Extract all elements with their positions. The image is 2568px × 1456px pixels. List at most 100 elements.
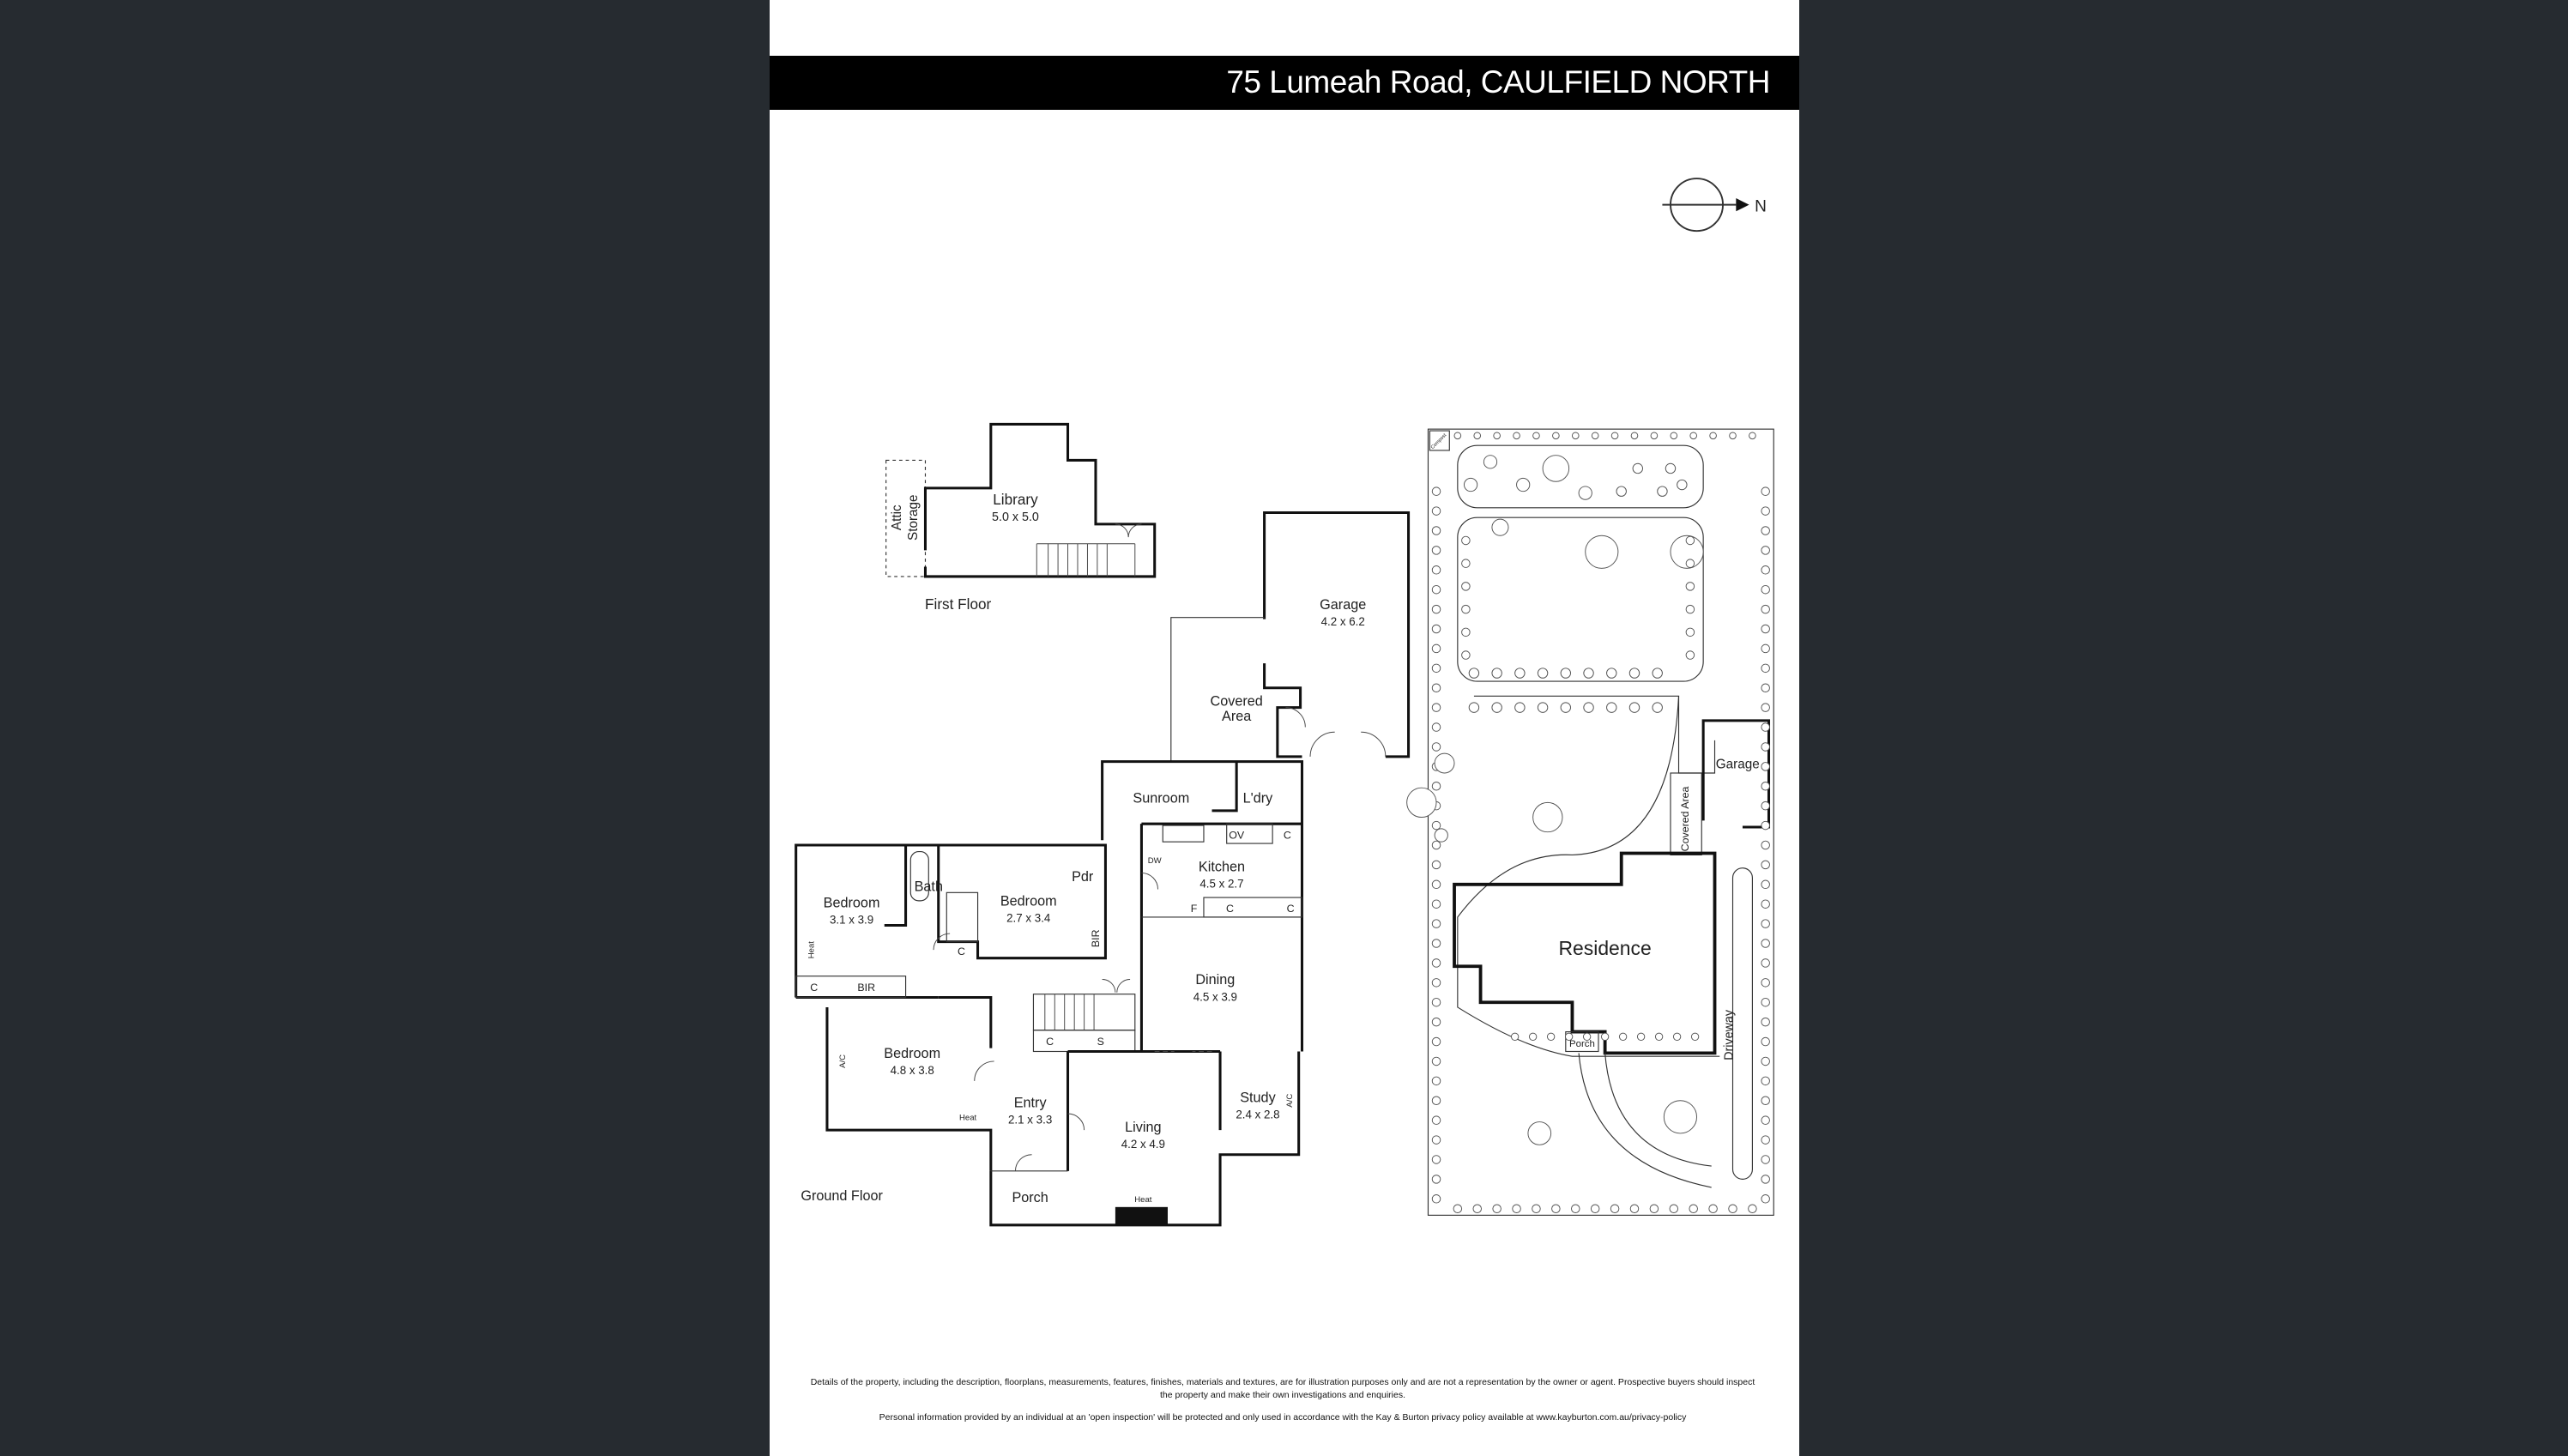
tree-icon bbox=[1761, 546, 1770, 555]
tree-icon bbox=[1672, 1032, 1682, 1041]
tree-icon bbox=[1551, 1204, 1561, 1213]
storage-label: S bbox=[1097, 1036, 1104, 1048]
tree-icon bbox=[1537, 668, 1549, 679]
heater-label: Heat bbox=[807, 941, 817, 958]
tree-icon bbox=[1472, 1204, 1482, 1213]
tree-icon bbox=[1513, 432, 1520, 440]
tree-icon bbox=[1493, 432, 1501, 440]
heater-label: Heat bbox=[959, 1114, 976, 1123]
tree-icon bbox=[1761, 1135, 1770, 1145]
room-size-garage: 4.2 x 6.2 bbox=[1321, 615, 1365, 628]
tree-icon bbox=[1761, 800, 1770, 811]
tree-icon bbox=[1431, 624, 1441, 634]
tree-icon bbox=[1761, 703, 1770, 712]
room-label-bedroom-3: Bedroom bbox=[884, 1046, 940, 1061]
tree-icon bbox=[1628, 668, 1640, 679]
ac-label: A/C bbox=[1285, 1094, 1295, 1108]
tree-icon bbox=[1431, 958, 1441, 968]
room-size-bedroom-1: 3.1 x 3.9 bbox=[830, 914, 873, 927]
tree-icon bbox=[1431, 722, 1441, 732]
room-label-living: Living bbox=[1125, 1120, 1161, 1135]
tree-icon bbox=[1571, 432, 1580, 440]
tree-icon bbox=[1650, 432, 1659, 440]
tree-icon bbox=[1657, 486, 1668, 497]
room-label-kitchen: Kitchen bbox=[1199, 860, 1245, 875]
first-floor-plan: Library 5.0 x 5.0 Attic Storage First Fl… bbox=[885, 422, 1157, 613]
tree-icon bbox=[1632, 462, 1644, 474]
tree-icon bbox=[1491, 702, 1502, 713]
tree-icon bbox=[1431, 1056, 1441, 1066]
fridge-label: F bbox=[1191, 903, 1198, 915]
tree-icon bbox=[1761, 1096, 1770, 1106]
tree-icon bbox=[1431, 1135, 1441, 1145]
tree-icon bbox=[1431, 1175, 1441, 1184]
site-driveway-label: Driveway bbox=[1723, 1009, 1737, 1060]
tree-icon bbox=[1431, 997, 1441, 1007]
tree-icon bbox=[1748, 1204, 1757, 1213]
tree-icon bbox=[1431, 1017, 1441, 1027]
tree-icon bbox=[1461, 582, 1471, 591]
site-garage-label: Garage bbox=[1716, 757, 1760, 771]
fixture-labels: C BIR C BIR C S OV C DW F C C Heat Heat … bbox=[807, 829, 1295, 1205]
tree-icon bbox=[1431, 860, 1441, 870]
room-label-study: Study bbox=[1240, 1090, 1276, 1106]
tree-icon bbox=[1582, 1032, 1592, 1041]
tree-icon bbox=[1431, 840, 1441, 850]
tree-icon bbox=[1532, 801, 1563, 833]
tree-icon bbox=[1761, 1175, 1770, 1184]
tree-icon bbox=[1663, 1100, 1697, 1134]
compass-north-label: N bbox=[1755, 197, 1767, 215]
tree-icon bbox=[1761, 978, 1770, 988]
tree-icon bbox=[1761, 584, 1770, 595]
tree-icon bbox=[1431, 1076, 1441, 1086]
closet-label: C bbox=[810, 982, 818, 994]
tree-icon bbox=[1431, 526, 1441, 535]
tree-icon bbox=[1461, 535, 1471, 546]
tree-icon bbox=[1585, 535, 1619, 569]
tree-icon bbox=[1591, 432, 1599, 440]
tree-icon bbox=[1685, 535, 1695, 546]
tree-icon bbox=[1431, 1194, 1441, 1204]
room-label-porch: Porch bbox=[1012, 1190, 1048, 1205]
tree-icon bbox=[1761, 958, 1770, 968]
tree-icon bbox=[1761, 643, 1770, 654]
closet-label: C bbox=[958, 945, 965, 958]
tree-icon bbox=[1761, 683, 1770, 692]
site-residence-label: Residence bbox=[1559, 937, 1652, 959]
tree-icon bbox=[1761, 939, 1770, 948]
tree-icon bbox=[1761, 526, 1770, 535]
closet-label: C bbox=[1287, 903, 1295, 915]
tree-icon bbox=[1431, 1115, 1441, 1125]
tree-icon bbox=[1431, 1036, 1441, 1047]
tree-icon bbox=[1431, 565, 1441, 575]
tree-icon bbox=[1431, 1096, 1441, 1106]
room-label-attic: Attic bbox=[890, 504, 904, 530]
first-floor-label: First Floor bbox=[925, 595, 991, 613]
tree-icon bbox=[1431, 486, 1441, 496]
tree-icon bbox=[1431, 604, 1441, 614]
tree-icon bbox=[1685, 582, 1695, 591]
tree-icon bbox=[1761, 1017, 1770, 1027]
tree-icon bbox=[1649, 1204, 1659, 1213]
tree-icon bbox=[1461, 627, 1471, 637]
tree-icon bbox=[1689, 1204, 1698, 1213]
tree-icon bbox=[1761, 997, 1770, 1007]
tree-icon bbox=[1636, 1032, 1646, 1041]
tree-icon bbox=[1532, 1204, 1541, 1213]
tree-icon bbox=[1473, 432, 1482, 440]
tree-icon bbox=[1560, 668, 1572, 679]
ground-floor-plan bbox=[795, 511, 1411, 1227]
tree-icon bbox=[1461, 604, 1471, 614]
site-porch-label: Porch bbox=[1569, 1039, 1595, 1049]
header-bar: 75 Lumeah Road, CAULFIELD NORTH bbox=[770, 56, 1799, 110]
closet-label: C bbox=[1284, 829, 1291, 841]
tree-icon bbox=[1431, 978, 1441, 988]
room-label-laundry: L'dry bbox=[1243, 790, 1274, 806]
room-size-library: 5.0 x 5.0 bbox=[992, 511, 1039, 524]
tree-icon bbox=[1431, 546, 1441, 555]
room-label-bath: Bath bbox=[915, 879, 943, 894]
tree-icon bbox=[1690, 1032, 1700, 1041]
room-size-entry: 2.1 x 3.3 bbox=[1008, 1113, 1052, 1126]
room-label-library: Library bbox=[993, 491, 1038, 508]
